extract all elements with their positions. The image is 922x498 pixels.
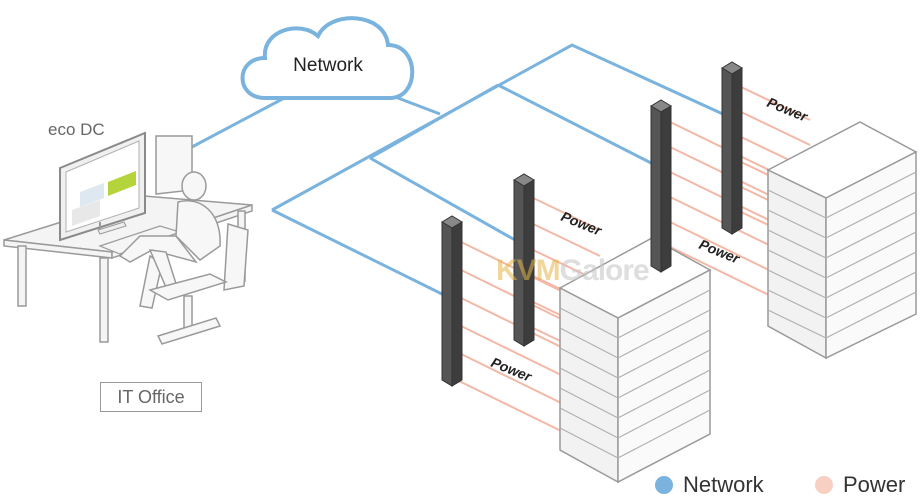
watermark-part1: KVM <box>496 254 561 287</box>
eco-dc-label: eco DC <box>48 120 105 139</box>
power-label-1: Power <box>765 94 811 125</box>
network-cloud: Network <box>240 16 415 100</box>
computer <box>59 131 193 255</box>
legend-network: Network <box>655 472 764 498</box>
legend-power-dot <box>815 476 833 494</box>
server-rack-back <box>766 121 918 360</box>
network-lines <box>189 43 726 298</box>
it-office-label: IT Office <box>100 382 202 412</box>
legend-network-label: Network <box>683 472 764 497</box>
server-rack-front <box>558 237 712 484</box>
legend-power-label: Power <box>843 472 906 497</box>
pdu-pole-2 <box>650 99 672 273</box>
watermark-logo: KVMGalore <box>496 254 650 288</box>
pdu-pole-3 <box>513 173 535 347</box>
network-cloud-label: Network <box>293 55 363 76</box>
pdu-pole-1 <box>721 61 743 235</box>
legend-network-dot <box>655 476 673 494</box>
legend-power: Power <box>815 472 905 498</box>
pdu-pole-4 <box>441 215 463 387</box>
watermark-part2: Galore <box>559 254 650 287</box>
pdu-poles <box>441 61 743 387</box>
power-label-3: Power <box>559 208 605 239</box>
operator <box>118 171 249 345</box>
